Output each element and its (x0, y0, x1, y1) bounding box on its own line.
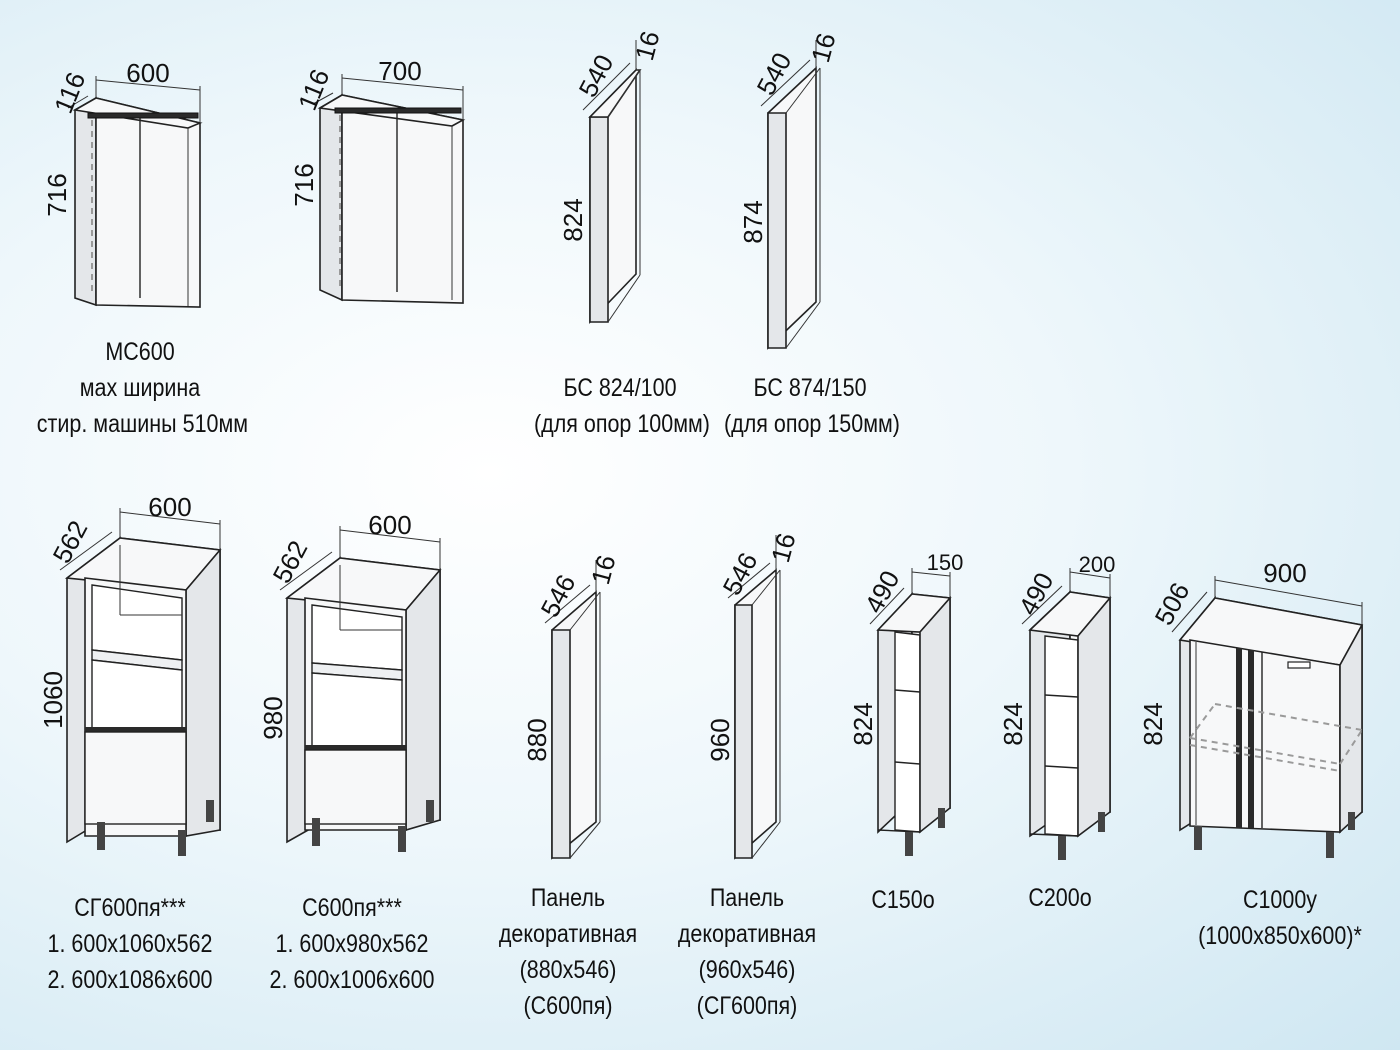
item-mc600-drawing: 600 116 716 (42, 58, 203, 308)
caption-line: МС600 (105, 338, 175, 366)
s600-height-label: 980 (258, 696, 288, 739)
caption-line: (880х546) (519, 956, 617, 984)
s600-depth-label: 562 (267, 536, 314, 588)
caption-line: (СГ600пя) (696, 992, 798, 1020)
caption-line: (для опор 100мм) (534, 410, 710, 438)
caption-s200: С200о (1017, 880, 1103, 916)
panel960-thickness-label: 16 (765, 530, 801, 566)
panel880-height-label: 880 (522, 718, 552, 761)
caption-line: С1000у (1242, 886, 1318, 914)
sg600-depth-label: 562 (47, 516, 94, 568)
caption-panel880: Панель декоративная (880х546) (С600пя) (491, 880, 646, 1024)
caption-line: С200о (1028, 884, 1092, 912)
s150-height-label: 824 (848, 702, 878, 745)
caption-sg600: СГ600пя*** 1. 600х1060х562 2. 600х1086х6… (44, 890, 216, 998)
caption-line: (С600пя) (523, 992, 613, 1020)
item-sg600-drawing: 600 562 1060 (38, 492, 222, 856)
caption-line: СГ600пя*** (74, 894, 186, 922)
item-s150-drawing: 150 490 824 (848, 550, 963, 856)
sg600-height-label: 1060 (38, 671, 68, 729)
caption-line: 2. 600х1086х600 (47, 966, 213, 994)
caption-line: Панель (709, 884, 785, 912)
mc700-width-label: 700 (378, 56, 421, 86)
caption-line: мах ширина (79, 374, 201, 402)
s150-width-label: 150 (927, 550, 964, 575)
caption-line: (960х546) (698, 956, 796, 984)
s1000-height-label: 824 (1138, 702, 1168, 745)
caption-line: (1000х850х600)* (1198, 922, 1362, 950)
mc600-width-label: 600 (126, 58, 169, 88)
caption-s1000: С1000у (1000х850х600)* (1194, 882, 1366, 954)
caption-line: 2. 600х1006х600 (269, 966, 435, 994)
caption-line: Панель (530, 884, 606, 912)
panel960-height-label: 960 (705, 718, 735, 761)
caption-line: декоративная (677, 920, 817, 948)
panel880-thickness-label: 16 (585, 552, 621, 588)
item-s1000-drawing: 900 506 824 (1138, 558, 1364, 858)
caption-line: 1. 600х1060х562 (47, 930, 213, 958)
item-s200-drawing: 200 490 824 (998, 552, 1115, 860)
mc600-height-label: 716 (42, 173, 72, 216)
item-bs824-drawing: 540 16 824 (558, 28, 666, 324)
s200-height-label: 824 (998, 702, 1028, 745)
bs874-height-label: 874 (738, 200, 768, 243)
s200-width-label: 200 (1079, 552, 1116, 577)
item-panel960-drawing: 546 16 960 (705, 530, 802, 860)
caption-bs824: БС 824/100 (для опор 100мм) (534, 370, 710, 442)
s1000-width-label: 900 (1263, 558, 1306, 588)
bs824-height-label: 824 (558, 198, 588, 241)
caption-s150: С150о (860, 882, 946, 918)
sg600-width-label: 600 (148, 492, 191, 522)
s600-width-label: 600 (368, 510, 411, 540)
caption-line: 1. 600х980х562 (275, 930, 429, 958)
item-s600-drawing: 600 562 980 (258, 510, 442, 852)
item-bs874-drawing: 540 16 874 (738, 30, 842, 350)
caption-s600: С600пя*** 1. 600х980х562 2. 600х1006х600 (266, 890, 438, 998)
bs874-thickness-label: 16 (805, 30, 841, 66)
caption-line: (для опор 150мм) (724, 410, 900, 438)
item-mc700-drawing: 700 116 716 (289, 56, 466, 304)
mc700-height-label: 716 (289, 163, 319, 206)
caption-bs874: БС 874/150 (для опор 150мм) (724, 370, 900, 442)
caption-line: декоративная (498, 920, 638, 948)
caption-line: БС 874/150 (753, 374, 867, 402)
caption-mc600: МС600 мах ширина стир. машины 510мм (36, 334, 249, 442)
item-panel880-drawing: 546 16 880 (522, 552, 622, 860)
bs824-thickness-label: 16 (629, 28, 665, 64)
caption-line: БС 824/100 (563, 374, 677, 402)
s1000-depth-label: 506 (1149, 578, 1196, 630)
caption-line: стир. машины 510мм (36, 410, 249, 438)
caption-line: С150о (871, 886, 935, 914)
caption-line: С600пя*** (302, 894, 402, 922)
caption-panel960: Панель декоративная (960х546) (СГ600пя) (670, 880, 825, 1024)
